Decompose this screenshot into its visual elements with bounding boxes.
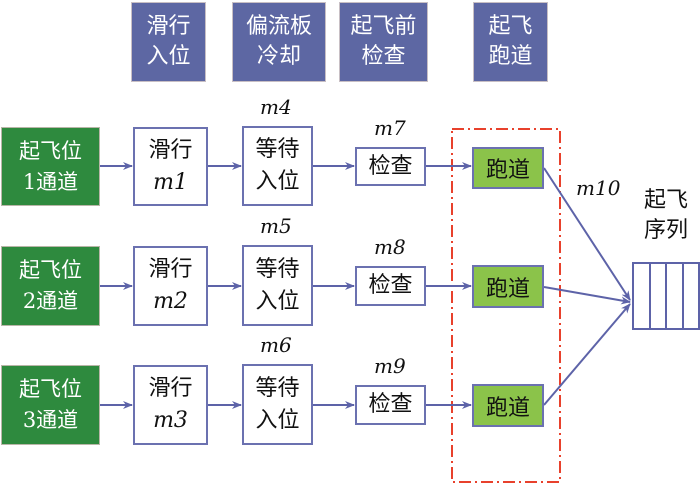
check-box-2: 检查 — [355, 266, 426, 306]
header-preflight-check: 起飞前 检查 — [339, 2, 428, 82]
wait-text: 入位 — [255, 169, 300, 194]
check-var-label: m8 — [374, 235, 406, 259]
check-text: 检查 — [368, 273, 413, 298]
runway-var-label: m10 — [576, 176, 620, 200]
taxi-var: m1 — [153, 169, 188, 195]
check-var: m9 — [374, 354, 406, 378]
queue-cell — [634, 264, 651, 328]
arrow-runway2-queue — [543, 286, 631, 305]
check-box-1: 检查 — [355, 147, 426, 186]
wait-text: 入位 — [255, 288, 300, 314]
check-var: m8 — [374, 235, 406, 259]
header-text: 偏流板 — [245, 14, 312, 39]
runway-text: 跑道 — [485, 276, 530, 302]
check-text: 检查 — [368, 153, 413, 179]
runway-box-1: 跑道 — [472, 147, 544, 189]
taxi-label: 滑行 — [148, 137, 193, 163]
runway-var: m10 — [576, 176, 621, 200]
wait-text: 等待 — [255, 137, 300, 162]
header-text: 冷却 — [256, 44, 301, 69]
wait-var-label: m4 — [260, 95, 292, 119]
queue-label-line: 序列 — [643, 218, 688, 243]
source-text: 1通道 — [22, 169, 79, 194]
header-text: 检查 — [361, 44, 406, 69]
wait-box-3: 等待 入位 — [242, 364, 313, 445]
queue-cell — [667, 264, 684, 328]
arrow-runway3-queue — [543, 303, 631, 406]
source-text: 起飞位 — [19, 138, 82, 163]
wait-var: m6 — [260, 333, 292, 357]
header-deflector-cooling: 偏流板 冷却 — [232, 2, 326, 82]
header-taxi-entry: 滑行 入位 — [131, 2, 206, 82]
source-text: 3通道 — [22, 408, 79, 432]
queue-cell — [651, 264, 667, 328]
takeoff-queue — [632, 262, 700, 330]
runway-text: 跑道 — [485, 395, 530, 421]
runway-group-boundary — [451, 128, 561, 483]
source-gate-2: 起飞位 2通道 — [1, 246, 100, 326]
check-box-3: 检查 — [355, 385, 426, 425]
wait-box-1: 等待 入位 — [242, 126, 313, 206]
wait-text: 等待 — [255, 256, 300, 282]
taxi-var: m2 — [153, 289, 188, 314]
taxi-box-2: 滑行 m2 — [133, 246, 208, 326]
source-text: 2通道 — [22, 289, 79, 313]
header-text: 起飞前 — [350, 14, 417, 39]
check-var-label: m9 — [374, 354, 406, 378]
queue-label-line: 起飞 — [643, 188, 688, 213]
header-text: 起飞 — [488, 14, 533, 39]
source-text: 起飞位 — [19, 377, 82, 401]
header-text: 跑道 — [488, 44, 533, 69]
header-text: 入位 — [146, 44, 191, 69]
taxi-var: m3 — [153, 408, 188, 433]
check-var-label: m7 — [374, 116, 406, 140]
header-text: 滑行 — [146, 14, 191, 39]
source-gate-3: 起飞位 3通道 — [1, 365, 100, 445]
taxi-box-3: 滑行 m3 — [133, 365, 208, 445]
runway-box-2: 跑道 — [472, 265, 544, 308]
arrow-runway1-queue — [543, 167, 631, 301]
queue-label: 起飞 序列 — [636, 186, 696, 246]
taxi-label: 滑行 — [148, 376, 193, 401]
wait-var-label: m5 — [260, 214, 292, 238]
runway-box-3: 跑道 — [472, 384, 544, 427]
wait-text: 入位 — [255, 407, 300, 433]
wait-var: m4 — [260, 95, 292, 119]
taxi-label: 滑行 — [148, 257, 193, 282]
check-text: 检查 — [368, 392, 413, 417]
wait-var-label: m6 — [260, 333, 292, 357]
source-gate-1: 起飞位 1通道 — [1, 127, 100, 206]
queue-cell — [684, 264, 699, 328]
check-var: m7 — [374, 116, 406, 140]
runway-text: 跑道 — [485, 158, 530, 183]
header-takeoff-runway: 起飞 跑道 — [473, 2, 548, 82]
wait-box-2: 等待 入位 — [242, 245, 313, 326]
wait-var: m5 — [260, 214, 292, 238]
wait-text: 等待 — [255, 375, 300, 401]
taxi-box-1: 滑行 m1 — [133, 127, 208, 206]
source-text: 起飞位 — [19, 258, 82, 282]
